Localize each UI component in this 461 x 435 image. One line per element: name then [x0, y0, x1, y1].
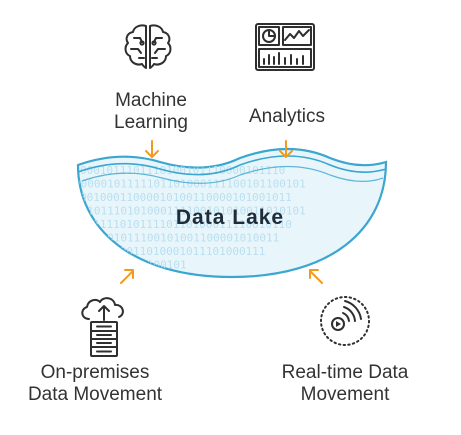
binary-row: 0000101011100101001100001010011: [74, 232, 279, 245]
binary-row: 00101110101000111100101010011010101: [74, 205, 306, 218]
water-surface-line: [81, 165, 384, 184]
server-cloud-upload-icon: [81, 297, 124, 357]
arrow-down-icon: [145, 140, 159, 158]
brain-icon: [124, 24, 172, 69]
arrow-down-icon: [279, 140, 293, 158]
binary-row: 00000101111101101000111100101100101: [74, 178, 306, 191]
water-surface-line: [77, 155, 387, 176]
dashboard-icon: [255, 23, 315, 71]
streaming-play-icon: [320, 296, 370, 346]
arrow-up-right-icon: [120, 269, 134, 284]
analytics-label: Analytics: [248, 106, 326, 127]
real-time-data-movement-label: Real-time Data Movement: [281, 362, 409, 405]
arrow-up-left-icon: [309, 269, 323, 284]
machine-learning-label: Machine Learning: [114, 90, 188, 133]
binary-row: 00100011000010100110000101001011: [80, 191, 292, 204]
on-premises-label: On-premises Data Movement: [27, 362, 163, 405]
data-lake-title: Data Lake: [175, 206, 285, 229]
binary-row: 0010100011010001011101000111: [80, 245, 265, 258]
data-lake-bowl: [76, 147, 388, 279]
binary-row: 00111101011110110100011110010110: [80, 218, 292, 231]
